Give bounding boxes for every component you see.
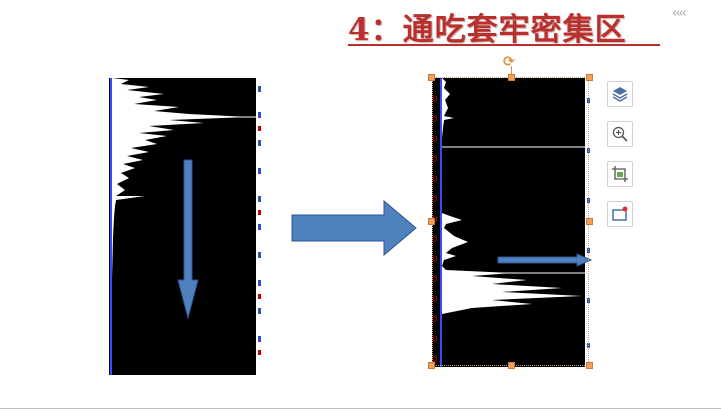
right-profile-graphic: 0 0 0 0 0 0 0 0 0 0 0 0 0 0: [432, 78, 585, 367]
axis-label-10: 0: [432, 275, 438, 285]
axis-label-8: 0: [432, 235, 438, 245]
axis-label-1: 0: [432, 95, 438, 105]
crop-icon: [612, 166, 628, 182]
down-arrow-icon: [177, 159, 199, 320]
picture-frame-icon: [612, 206, 628, 221]
axis-label-7: 0: [432, 215, 438, 225]
resize-handle-bottom-left[interactable]: [428, 362, 435, 369]
axis-label-12: 0: [432, 315, 438, 325]
left-profile-graphic: [110, 78, 256, 375]
slide-title: 4：通吃套牢密集区: [348, 12, 627, 48]
picture-frame-button[interactable]: [607, 201, 633, 227]
resize-handle-left[interactable]: [428, 218, 435, 225]
resize-handle-top[interactable]: [508, 74, 515, 81]
zoom-in-button[interactable]: [607, 121, 633, 147]
resize-handle-bottom-right[interactable]: [586, 362, 593, 369]
resize-handle-right[interactable]: [586, 218, 593, 225]
resize-handle-top-left[interactable]: [428, 74, 435, 81]
left-chart-image[interactable]: [109, 78, 256, 375]
slide-bottom-border: [0, 408, 721, 409]
rotate-connector: [511, 66, 512, 76]
zoom-in-icon: [612, 126, 628, 142]
right-arrow-icon: [291, 200, 417, 256]
layout-options-button[interactable]: [607, 81, 633, 107]
axis-label-3: 0: [432, 135, 438, 145]
small-right-arrow-icon: [497, 253, 593, 267]
axis-label-14: 0: [432, 355, 438, 365]
axis-label-11: 0: [432, 295, 438, 305]
selection-frame: [432, 77, 589, 366]
axis-label-13: 0: [432, 335, 438, 345]
left-chart-axis-strip: [256, 78, 262, 375]
crop-button[interactable]: [607, 161, 633, 187]
axis-label-2: 0: [432, 115, 438, 125]
layout-options-icon: [612, 87, 628, 102]
axis-label-9: 0: [432, 255, 438, 265]
axis-label-5: 0: [432, 175, 438, 185]
title-underline: [348, 44, 660, 46]
right-chart-image[interactable]: 0 0 0 0 0 0 0 0 0 0 0 0 0 0: [432, 78, 585, 367]
resize-handle-bottom[interactable]: [508, 362, 515, 369]
rotate-handle-icon[interactable]: ⟳: [503, 54, 515, 70]
resize-handle-top-right[interactable]: [586, 74, 593, 81]
axis-label-4: 0: [432, 155, 438, 165]
axis-label-6: 0: [432, 195, 438, 205]
chevron-decoration-icon: ‹‹‹‹: [672, 6, 687, 21]
